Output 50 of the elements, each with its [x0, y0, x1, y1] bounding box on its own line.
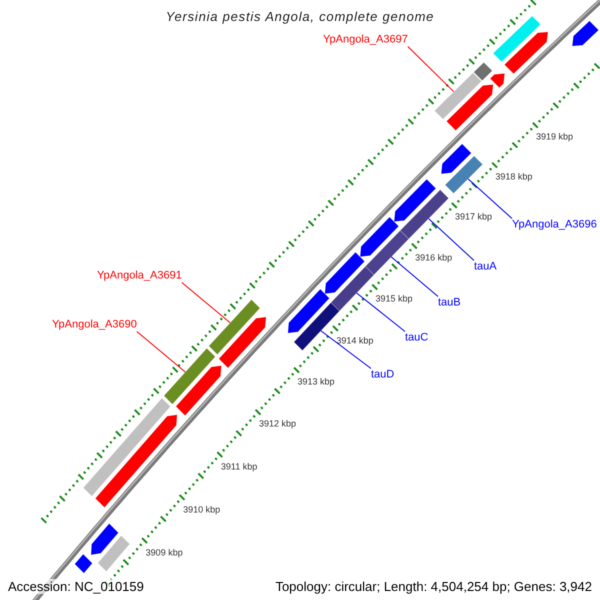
gene-label: tauA	[474, 260, 497, 274]
gene-feature	[163, 348, 216, 405]
gene-feature	[444, 155, 484, 194]
leader-line	[468, 178, 512, 219]
scale-label: 3911 kbp	[220, 462, 258, 472]
scale-label: 3913 kbp	[297, 378, 335, 387]
scale-label: 3912 kbp	[258, 420, 296, 429]
gene-feature	[440, 143, 472, 174]
gene-feature	[82, 398, 171, 497]
gene-feature	[218, 316, 266, 368]
scale-label: 3915 kbp	[376, 294, 413, 304]
leader-line	[390, 256, 438, 297]
scale-label: 3916 kbp	[415, 254, 452, 263]
scale-label: 3914 kbp	[336, 336, 374, 346]
scale-label: 3909 kbp	[146, 548, 183, 558]
leader-line	[356, 292, 406, 332]
leader-line	[407, 46, 454, 92]
gene-feature	[97, 535, 130, 572]
gene-feature	[492, 16, 542, 62]
scale-label: 3917 kbp	[455, 212, 492, 222]
gene-label: YpAngola_A3690	[52, 318, 137, 332]
gene-feature	[473, 62, 493, 82]
gene-feature	[364, 230, 410, 276]
gene-label: tauB	[438, 296, 461, 310]
title: Yersinia pestis Angola, complete genome	[166, 10, 434, 23]
gene-feature	[400, 189, 450, 240]
gene-label: YpAngola_A3691	[97, 270, 182, 282]
scale-label: 3910 kbp	[183, 505, 220, 514]
gene-feature	[330, 266, 374, 312]
scale-label: 3919 kbp	[536, 132, 573, 142]
gene-feature	[175, 365, 222, 416]
gene-feature	[208, 299, 260, 355]
gene-feature	[446, 84, 494, 131]
gene-feature	[94, 414, 178, 508]
gene-feature	[490, 73, 506, 88]
gene-feature	[434, 72, 482, 120]
gene-feature	[504, 32, 548, 74]
gene-feature	[394, 178, 436, 222]
gene-feature	[90, 523, 119, 556]
leader-line	[320, 330, 372, 369]
scale-label: 3918 kbp	[495, 172, 532, 182]
gene-feature	[288, 288, 330, 334]
gene-feature	[360, 216, 400, 258]
gene-label: tauD	[371, 368, 394, 382]
gene-label: tauC	[405, 332, 428, 344]
gene-label: YpAngola_A3696	[512, 218, 597, 232]
gene-feature	[572, 20, 600, 46]
gene-feature	[324, 252, 366, 294]
gene-label: YpAngola_A3697	[323, 34, 408, 46]
gene-feature	[74, 554, 93, 574]
